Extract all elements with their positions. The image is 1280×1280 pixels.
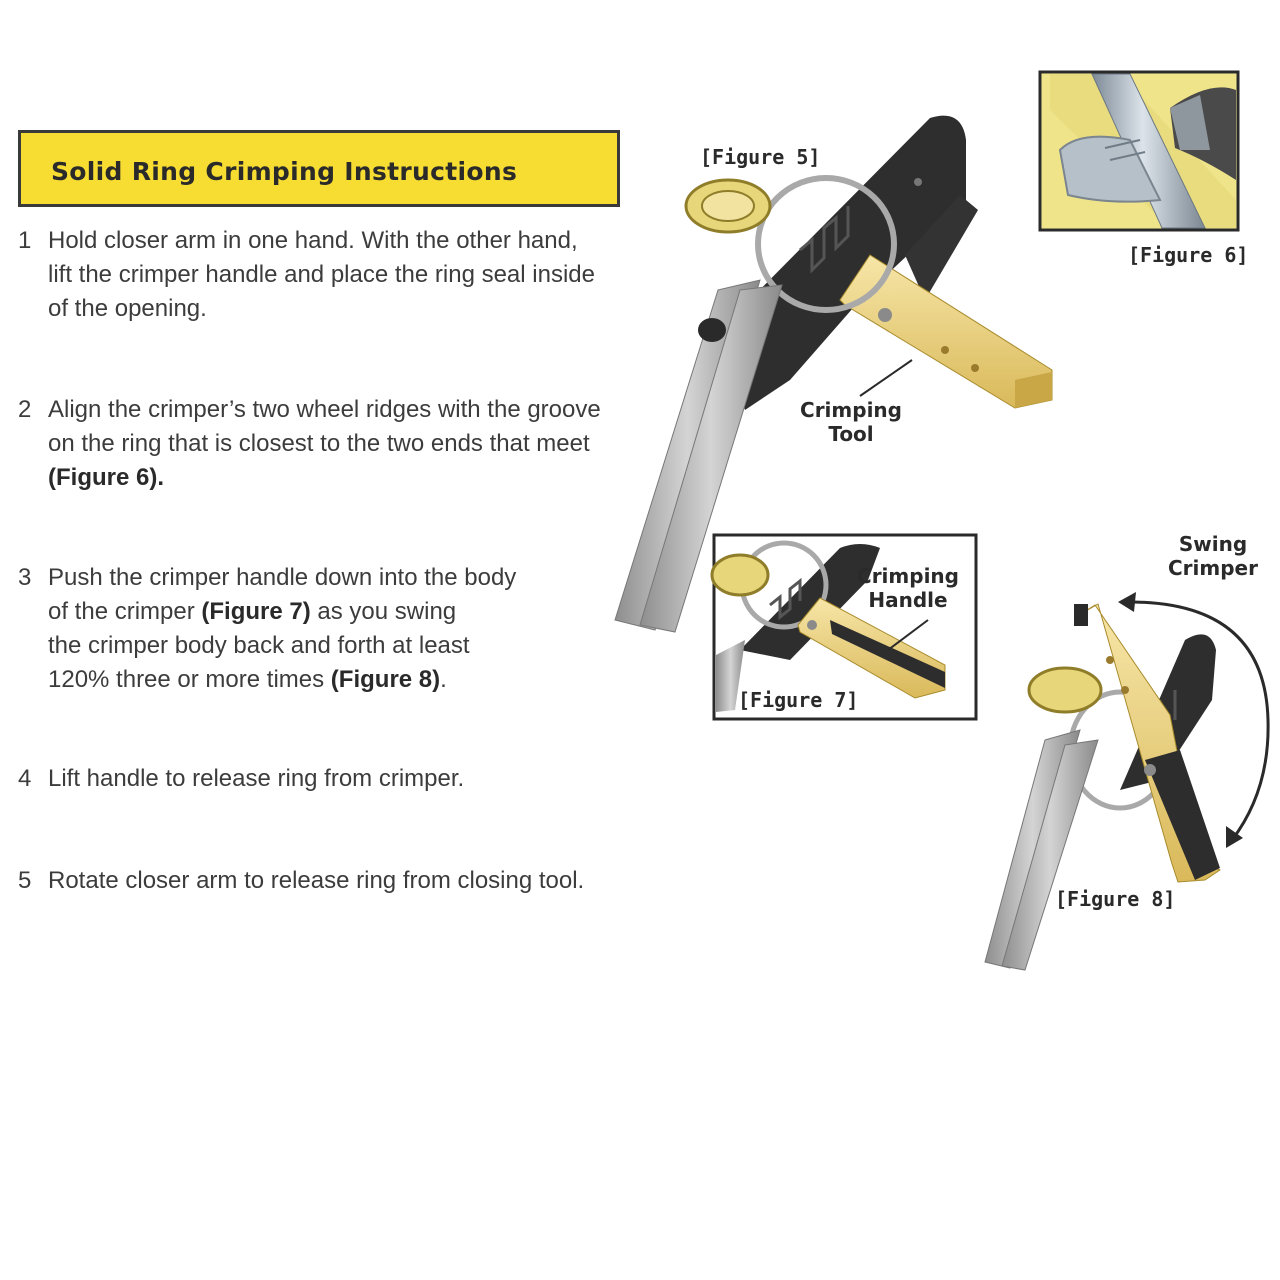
step-number: 3 (18, 564, 32, 591)
step-3-figure-7-ref: (Figure 7) (201, 598, 311, 625)
step-number: 4 (18, 765, 32, 792)
step-5-text: Rotate closer arm to release ring from c… (48, 867, 585, 894)
step-number: 5 (18, 867, 32, 894)
crimping-tool-pointer (859, 359, 913, 397)
crimping-tool-caption-line-2: Tool (828, 422, 874, 446)
step-3-line-1: Push the crimper handle down into the bo… (48, 564, 517, 591)
step-3-line-4a: 120% three or more times (48, 666, 331, 693)
swing-arrow (1124, 600, 1270, 841)
step-2-line-2: on the ring that is closest to the two e… (48, 430, 590, 457)
step-3-line-2b: as you swing (310, 598, 457, 625)
step-3-figure-8-ref: (Figure 8) (330, 666, 441, 693)
crimping-tool-caption-line-1: Crimping (800, 398, 902, 422)
figure-6-closeup (1038, 70, 1240, 232)
figure-7-closeup (710, 533, 978, 721)
step-number: 1 (18, 227, 32, 254)
figure-5-label: [Figure 5] (700, 145, 821, 169)
swing-arrow-head-top (1118, 592, 1136, 612)
figure-5-tool (614, 115, 1053, 633)
step-2-figure-ref: (Figure 6). (48, 464, 165, 491)
step-1-line-1: Hold closer arm in one hand. With the ot… (48, 227, 578, 254)
figure-6-label: [Figure 6] (1128, 243, 1249, 267)
instructions-header: Solid Ring Crimping Instructions (18, 130, 620, 207)
crimping-handle-pointer (887, 619, 929, 651)
crimping-tool-caption: Crimping Tool (796, 398, 906, 446)
figure-8-label: [Figure 8] (1055, 887, 1176, 911)
swing-crimper-caption-line-2: Crimper (1168, 556, 1258, 580)
swing-arrow-head-bottom (1226, 826, 1243, 848)
step-number: 2 (18, 396, 32, 423)
swing-crimper-caption-line-1: Swing (1178, 532, 1248, 556)
crimping-handle-caption: Crimping Handle (853, 564, 963, 612)
crimping-handle-caption-line-1: Crimping (857, 564, 959, 588)
step-4-text: Lift handle to release ring from crimper… (48, 765, 465, 792)
page-title: Solid Ring Crimping Instructions (51, 157, 518, 186)
step-3-line-2a: of the crimper (48, 598, 202, 625)
step-3-line-3: the crimper body back and forth at least (48, 632, 470, 659)
step-1-line-2: lift the crimper handle and place the ri… (48, 261, 595, 288)
step-3-line-4b: . (440, 666, 447, 693)
figure-8-tool (984, 603, 1222, 971)
crimping-handle-caption-line-2: Handle (868, 588, 948, 612)
swing-crimper-caption: Swing Crimper (1163, 532, 1263, 580)
step-1-line-3: of the opening. (48, 295, 207, 322)
step-2-line-1: Align the crimper’s two wheel ridges wit… (48, 396, 601, 423)
figure-7-label: [Figure 7] (738, 688, 859, 712)
